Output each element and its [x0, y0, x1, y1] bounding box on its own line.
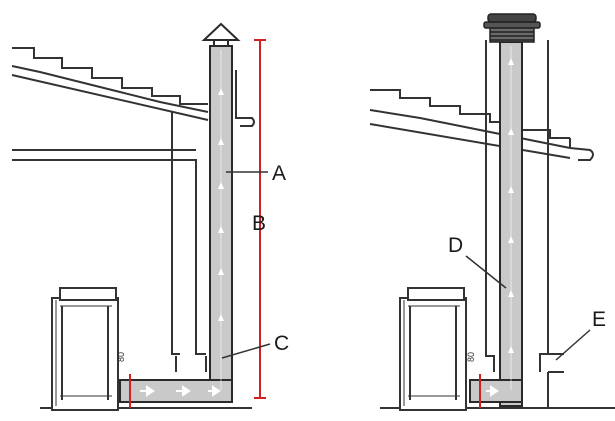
left-scene: 80 A B C — [11, 22, 289, 411]
label-c: C — [274, 332, 289, 355]
cowl-cap-icon — [483, 13, 541, 43]
label-d: D — [448, 234, 463, 257]
label-b: B — [252, 212, 266, 235]
upward-arrow-icon — [218, 88, 224, 321]
label-e: E — [592, 308, 606, 331]
stove-icon — [399, 287, 467, 411]
right-chimney-walls — [485, 40, 564, 408]
upward-arrow-icon — [508, 58, 514, 353]
chimney-cap-icon — [201, 22, 241, 47]
right-flue-pipe — [469, 41, 523, 407]
left-roof — [11, 47, 255, 127]
right-pipe-dimension-label: 80 — [466, 352, 476, 362]
left-measure-markers — [129, 39, 266, 408]
stove-icon — [51, 287, 119, 411]
left-pipe-dimension-label: 80 — [116, 352, 126, 362]
rightward-arrow-icon — [140, 385, 221, 397]
label-a: A — [272, 162, 286, 185]
left-leader-lines — [221, 171, 271, 359]
right-roof — [369, 89, 594, 161]
left-wall-ceiling — [12, 112, 207, 372]
left-flue-pipe — [119, 45, 233, 403]
rightward-arrow-icon — [486, 385, 499, 397]
right-leader-lines — [465, 255, 591, 361]
right-scene: 80 D E — [369, 13, 615, 411]
